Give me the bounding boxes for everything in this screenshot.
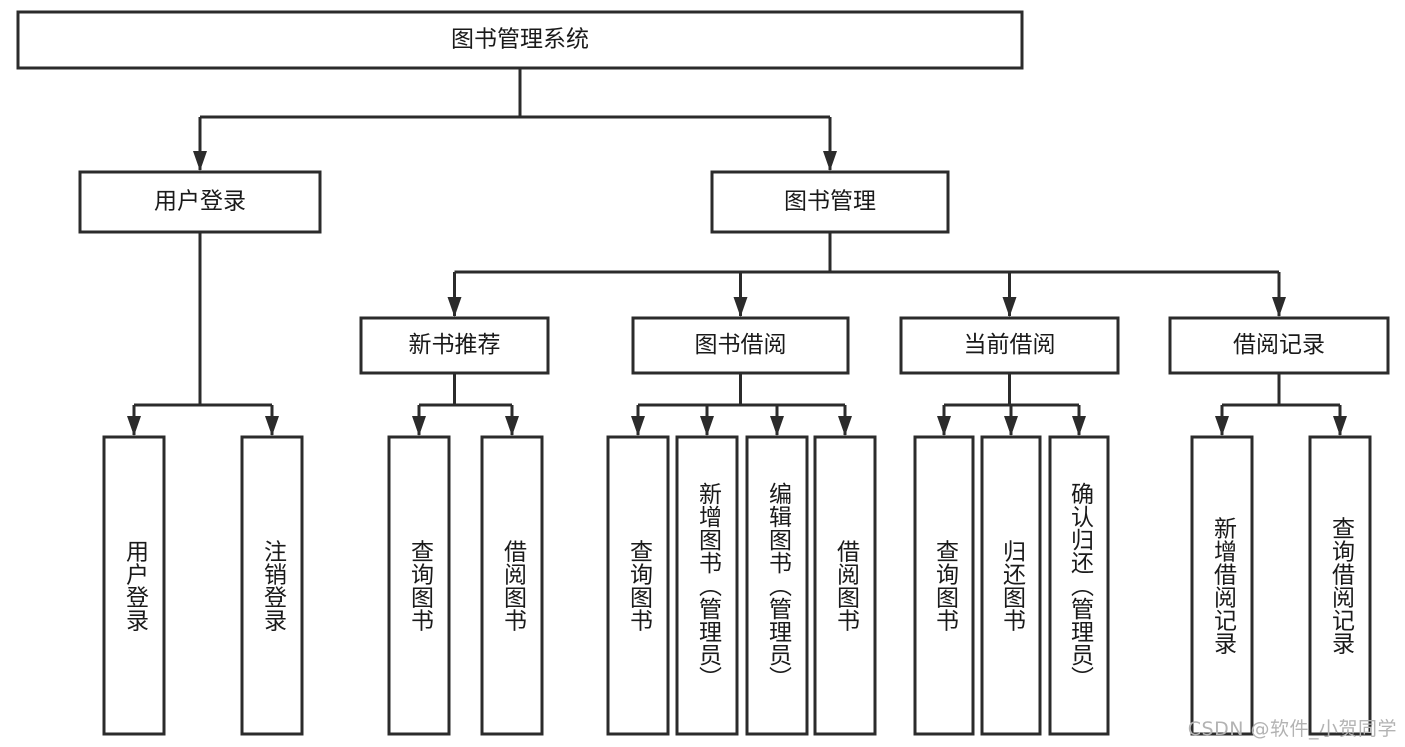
leaf-leaf-query-record: 查询借阅记录: [1308, 435, 1372, 736]
node-current-borrow-label: 当前借阅: [964, 332, 1056, 358]
leaf-leaf-query-book-2-box: [606, 435, 670, 736]
leaf-leaf-add-record-box: [1190, 435, 1254, 736]
leaf-leaf-borrow-book-1: 借阅图书: [480, 435, 544, 736]
root-node-label: 图书管理系统: [451, 27, 589, 53]
leaf-leaf-confirm-return-box: [1048, 435, 1110, 736]
leaf-leaf-add-book-label: 新增图书（管理员）: [695, 482, 723, 689]
node-book-manage: 图书管理: [710, 170, 950, 234]
node-current-borrow-box: [899, 316, 1120, 375]
leaf-leaf-confirm-return: 确认归还（管理员）: [1048, 435, 1110, 736]
leaf-leaf-add-record-label: 新增借阅记录: [1210, 517, 1238, 655]
leaf-leaf-return-book-label: 归还图书: [999, 540, 1027, 632]
node-new-book-rec-label: 新书推荐: [409, 332, 501, 358]
root-node-box: [16, 10, 1024, 70]
leaf-leaf-query-book-1-label: 查询图书: [407, 540, 435, 632]
leaf-leaf-user-login-box: [102, 435, 166, 736]
leaf-leaf-add-book: 新增图书（管理员）: [675, 435, 739, 736]
node-book-manage-label: 图书管理: [784, 189, 876, 215]
connector-edges: [127, 68, 1347, 436]
node-book-manage-box: [710, 170, 950, 234]
leaf-leaf-query-book-3-box: [913, 435, 975, 736]
leaf-leaf-add-record: 新增借阅记录: [1190, 435, 1254, 736]
leaf-leaf-query-record-label: 查询借阅记录: [1328, 517, 1356, 655]
diagram-nodes: 图书管理系统用户登录图书管理新书推荐图书借阅当前借阅借阅记录用户登录注销登录查询…: [16, 10, 1390, 736]
leaf-leaf-query-book-3-label: 查询图书: [932, 540, 960, 632]
leaf-leaf-borrow-book-1-box: [480, 435, 544, 736]
node-book-borrow: 图书借阅: [631, 316, 850, 375]
leaf-leaf-query-book-3: 查询图书: [913, 435, 975, 736]
leaf-leaf-edit-book: 编辑图书（管理员）: [745, 435, 809, 736]
root-node: 图书管理系统: [16, 10, 1024, 70]
leaf-leaf-user-login: 用户登录: [102, 435, 166, 736]
leaf-leaf-edit-book-box: [745, 435, 809, 736]
leaf-leaf-query-record-box: [1308, 435, 1372, 736]
leaf-leaf-add-book-box: [675, 435, 739, 736]
node-borrow-record: 借阅记录: [1168, 316, 1390, 375]
node-user-login-box: [78, 170, 322, 234]
node-current-borrow: 当前借阅: [899, 316, 1120, 375]
leaf-leaf-user-login-label: 用户登录: [122, 540, 150, 632]
node-book-borrow-box: [631, 316, 850, 375]
leaf-leaf-query-book-1-box: [387, 435, 451, 736]
leaf-leaf-query-book-2: 查询图书: [606, 435, 670, 736]
leaf-leaf-logout-box: [240, 435, 304, 736]
leaf-leaf-borrow-book-1-label: 借阅图书: [500, 540, 528, 632]
node-user-login: 用户登录: [78, 170, 322, 234]
leaf-leaf-return-book: 归还图书: [980, 435, 1042, 736]
node-borrow-record-box: [1168, 316, 1390, 375]
node-book-borrow-label: 图书借阅: [695, 332, 787, 358]
node-user-login-label: 用户登录: [154, 189, 246, 215]
leaf-leaf-query-book-1: 查询图书: [387, 435, 451, 736]
node-borrow-record-label: 借阅记录: [1233, 332, 1325, 358]
leaf-leaf-borrow-book-2-label: 借阅图书: [833, 540, 861, 632]
leaf-leaf-confirm-return-label: 确认归还（管理员）: [1067, 482, 1095, 689]
csdn-watermark: CSDN @软件_小贺同学: [1187, 718, 1397, 740]
leaf-leaf-query-book-2-label: 查询图书: [626, 540, 654, 632]
leaf-leaf-logout: 注销登录: [240, 435, 304, 736]
leaf-leaf-borrow-book-2-box: [813, 435, 877, 736]
node-new-book-rec-box: [359, 316, 550, 375]
leaf-leaf-logout-label: 注销登录: [260, 540, 288, 632]
leaf-leaf-borrow-book-2: 借阅图书: [813, 435, 877, 736]
node-new-book-rec: 新书推荐: [359, 316, 550, 375]
leaf-leaf-return-book-box: [980, 435, 1042, 736]
leaf-leaf-edit-book-label: 编辑图书（管理员）: [765, 482, 793, 689]
